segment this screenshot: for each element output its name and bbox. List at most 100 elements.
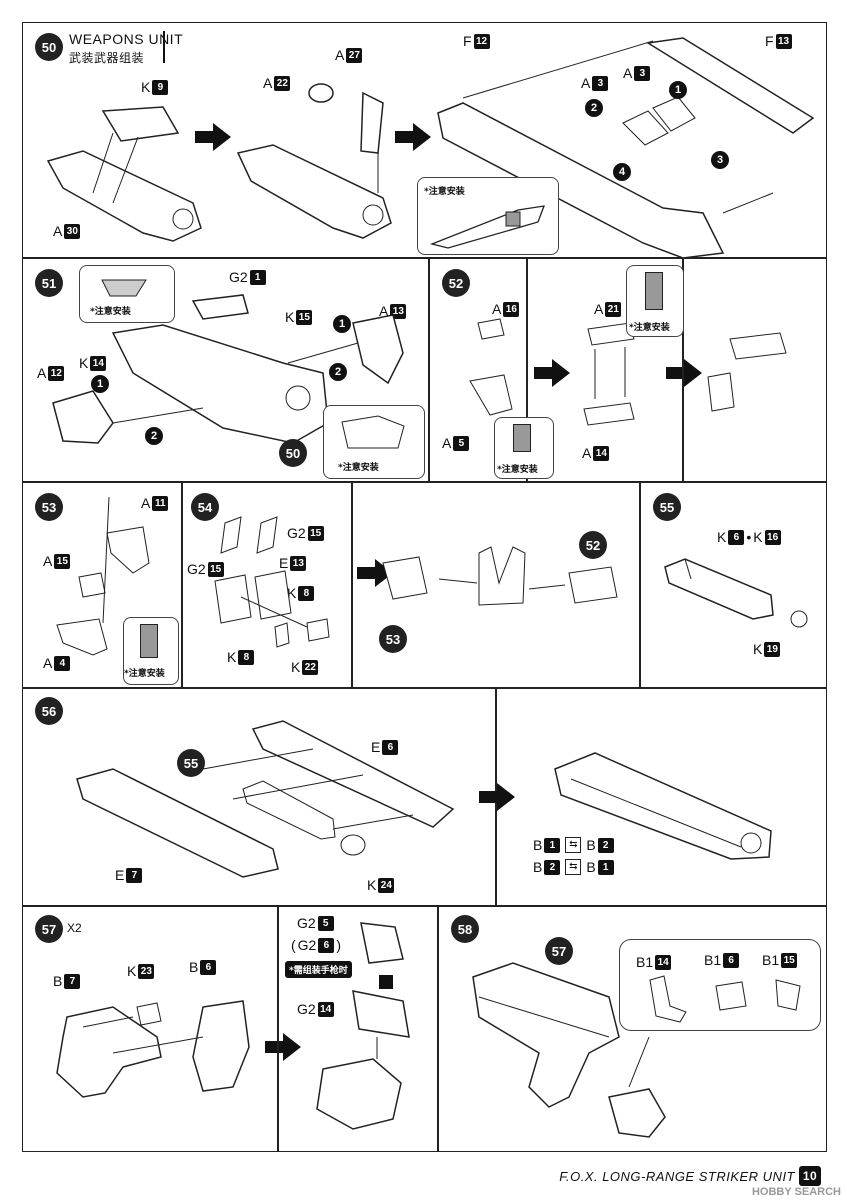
grip-assembly-drawing [56,496,150,656]
handgun-parts-drawing [56,1000,250,1098]
label-letter: G2 [297,915,316,931]
label-letter: A [582,445,592,461]
label-letter: K [717,529,727,545]
label-number: 21 [605,301,622,317]
label-number: 24 [378,877,395,893]
caution-inset: *注意安装 [417,177,559,255]
label-number: 15 [781,952,798,968]
reference-step-53: 53 [379,625,407,653]
caution-note: *注意安装 [629,323,670,333]
label-number: 6 [200,959,217,975]
label-number: 13 [775,33,792,49]
label-letter: A [442,435,452,451]
label-number: 19 [764,641,781,657]
label-number: 15 [54,553,71,569]
handgun-cover-drawing [316,922,410,1130]
label-letter: B1 [636,954,654,970]
label-number: 6 [723,952,740,968]
label-letter: B1 [704,952,722,968]
detail-part-drawing [429,205,545,249]
label-number: 30 [64,223,81,239]
step-number-badge: 52 [442,269,470,297]
swap-icon: ⇆ [565,859,582,875]
label-letter: A [594,301,604,317]
label-letter: K [291,659,301,675]
caution-note: *注意安装 [338,463,379,473]
step-arrow-right [195,123,231,151]
label-number: 12 [473,33,490,49]
reference-step-55: 55 [177,749,205,777]
assembled-frame-drawing [437,37,815,259]
step-number-badge: 53 [35,493,63,521]
label-number: 1 [597,859,614,875]
reference-step-50: 50 [279,439,307,467]
panel-divider [526,259,528,481]
label-number: 9 [152,79,169,95]
label-letter: B [533,859,543,875]
panel-divider [682,259,684,481]
caution-inset: *注意安装 [79,265,175,323]
label-letter: A [53,223,63,239]
label-number: 22 [274,75,291,91]
panel-divider [277,907,279,1151]
label-letter: A [623,65,633,81]
label-number: 22 [302,659,319,675]
section-title: WEAPONS UNIT [69,31,184,47]
label-letter: E [371,739,381,755]
order-mark-1: 1 [333,315,351,333]
label-letter: G2 [287,525,306,541]
label-number: 1 [544,837,561,853]
muzzle-parts-drawing [214,516,330,648]
section-subtitle: 武装武器组装 [69,51,145,65]
label-number: 14 [593,445,610,461]
label-letter: A [141,495,151,511]
label-letter: A [43,655,53,671]
step-arrow-right [479,783,515,811]
reference-step-57: 57 [545,937,573,965]
label-letter: K [753,641,763,657]
label-letter: G2 [229,269,248,285]
step-number-badge: 58 [451,915,479,943]
caution-note: *注意安装 [90,307,131,317]
color-swatch-icon [379,975,393,989]
caution-inset: *注意安装 [123,617,179,685]
label-letter: G2 [297,937,317,953]
step-arrow-right [395,123,431,151]
frame-part-drawing [46,106,202,242]
step-number-badge: 55 [653,493,681,521]
detail-part-drawing [101,279,147,297]
label-number: 13 [390,303,407,319]
label-number: 6 [382,739,399,755]
caution-inset: *注意安装 [626,265,684,337]
label-letter: K [227,649,237,665]
label-letter: K [285,309,295,325]
caution-inset: *注意安装 [494,417,554,479]
label-letter: K [367,877,377,893]
label-number: 6 [318,937,335,953]
label-letter: F [765,33,774,49]
label-number: 11 [152,495,169,511]
